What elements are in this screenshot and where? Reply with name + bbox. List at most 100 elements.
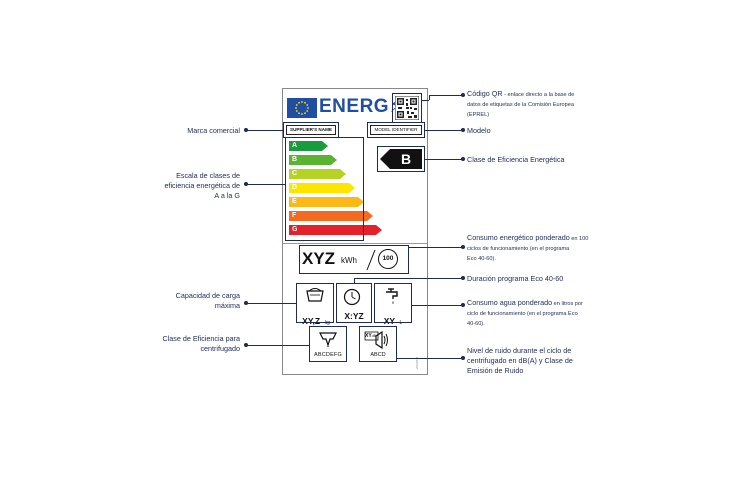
energy-unit: kWh [341, 256, 357, 265]
connector-dot [244, 301, 248, 305]
highlight-class [377, 146, 425, 172]
model-identifier-box: MODEL IDENTIFIER [370, 125, 422, 135]
noise-value: XY [365, 333, 372, 339]
annotation-water-2: ciclo de funcionamiento (en el programa … [467, 311, 578, 317]
scale-bar-tip [331, 155, 337, 165]
connector-qr [422, 100, 429, 101]
annotation-energy-1: Consumo energético ponderado [467, 233, 570, 242]
water-value: XY [383, 316, 396, 326]
annotation-scale-3: A a la G [214, 191, 240, 200]
annotation-efficiency-class: Clase de Eficiencia Energética [467, 155, 565, 164]
divider [283, 243, 427, 244]
scale-bar-letter: D [292, 184, 298, 191]
annotation-water: Consumo agua ponderado en litros por cic… [467, 298, 627, 328]
connector-duration [354, 278, 463, 279]
connector-dot [244, 182, 248, 186]
scale-bar-letter: F [292, 212, 297, 219]
capacity-value: XY,Z [302, 316, 321, 326]
spin-scale: ABCDEFG [314, 352, 342, 358]
highlight-duration [336, 283, 372, 323]
highlight-noise [359, 326, 397, 362]
scale-bar-letter: E [292, 198, 297, 205]
connector-dot [461, 276, 465, 280]
scale-bar-tip [376, 225, 382, 235]
capacity-text: XY,Z kg [298, 311, 334, 329]
connector-dot [461, 356, 465, 360]
annotation-qr: Código QR - enlace directo a la base de … [467, 89, 627, 119]
supplier-name-text: SUPPLIER'S NAME [290, 127, 332, 132]
scale-bar-a: A [289, 141, 328, 151]
highlight-scale [285, 137, 364, 241]
connector-water [412, 305, 463, 306]
scale-bar-tip [322, 141, 328, 151]
connector-qr [429, 95, 430, 100]
annotation-spin-2: centrifugado [200, 344, 240, 353]
annotation-model: Modelo [467, 126, 491, 135]
scale-bar-tip [367, 211, 373, 221]
annotation-duration: Duración programa Eco 40-60 [467, 274, 564, 283]
highlight-water [374, 283, 412, 323]
annotation-water-3: 40-60). [467, 321, 485, 327]
laundry-basket-icon [304, 287, 326, 308]
annotation-energy-3: Eco 40-60). [467, 256, 496, 262]
connector-noise [397, 358, 463, 359]
water-unit: L [399, 320, 403, 326]
duration-value: X:YZ [344, 311, 364, 321]
highlight-capacity [296, 283, 334, 323]
spin-dryer-icon [317, 330, 339, 353]
annotation-noise-3: Emisión de Ruido [467, 366, 524, 375]
eu-flag-icon [287, 98, 317, 118]
annotation-scale-2: eficiencia energética de [164, 181, 240, 190]
energy-header-word: ENERG⚡ [319, 95, 403, 119]
connector-brand [246, 130, 283, 131]
connector-duration [354, 278, 355, 283]
connector-dot [244, 128, 248, 132]
annotation-qr-desc-3: (EPREL) [467, 112, 490, 118]
connector-spin [246, 345, 309, 346]
annotation-qr-desc: - enlace directo a la base de [502, 92, 575, 98]
connector-dot [244, 343, 248, 347]
model-identifier-text: MODEL IDENTIFIER [374, 127, 418, 132]
scale-bar-b: B [289, 155, 337, 165]
cycles-icon: 100 [378, 249, 398, 269]
scale-bar-letter: G [292, 226, 298, 233]
class-indicator-letter: B [400, 151, 412, 167]
annotation-brand: Marca comercial [187, 126, 240, 135]
annotation-capacity: Capacidad de carga máxima [140, 291, 240, 311]
clock-icon [343, 288, 361, 311]
highlight-qr [392, 93, 422, 123]
annotation-noise-2: centrifugado en dB(A) y Clase de [467, 356, 573, 365]
noise-unit: dB [371, 334, 376, 338]
scale-bar-tip [358, 197, 364, 207]
scale-bar-tip [340, 169, 346, 179]
water-text: XY L [375, 311, 411, 329]
annotation-water-1: Consumo agua ponderado [467, 298, 553, 307]
scale-bar-c: C [289, 169, 346, 179]
connector-class [425, 159, 463, 160]
connector-dot [461, 157, 465, 161]
annotation-capacity-1: Capacidad de carga [175, 291, 240, 300]
connector-qr [429, 95, 463, 96]
header-word-text: ENERG [319, 96, 390, 117]
qr-code-icon [394, 95, 420, 121]
highlight-energy [299, 245, 409, 274]
annotation-scale: Escala de clases de eficiencia energétic… [140, 171, 240, 201]
annotation-spin: Clase de Eficiencia para centrifugado [130, 334, 240, 354]
slash-separator [366, 249, 376, 271]
scale-bar-tip [349, 183, 355, 193]
connector-dot [461, 303, 465, 307]
scale-bar-d: D [289, 183, 355, 193]
connector-energy [409, 247, 463, 248]
class-indicator-arrow: B [380, 149, 422, 169]
annotation-qr-title: Código QR [467, 89, 503, 98]
annotation-spin-1: Clase de Eficiencia para [162, 334, 240, 343]
energy-consumption-row: XYZ kWh 100 [302, 247, 406, 272]
energy-value: XYZ [302, 249, 336, 268]
noise-scale: ABCD [370, 352, 386, 358]
annotation-water-1b: en litros por [552, 301, 583, 307]
annotation-energy: Consumo energético ponderado en 100 cicl… [467, 233, 627, 263]
speaker-icon: XYdB [364, 330, 390, 354]
annotation-scale-1: Escala de clases de [176, 171, 240, 180]
connector-dot [461, 93, 465, 97]
water-tap-icon [383, 287, 405, 310]
